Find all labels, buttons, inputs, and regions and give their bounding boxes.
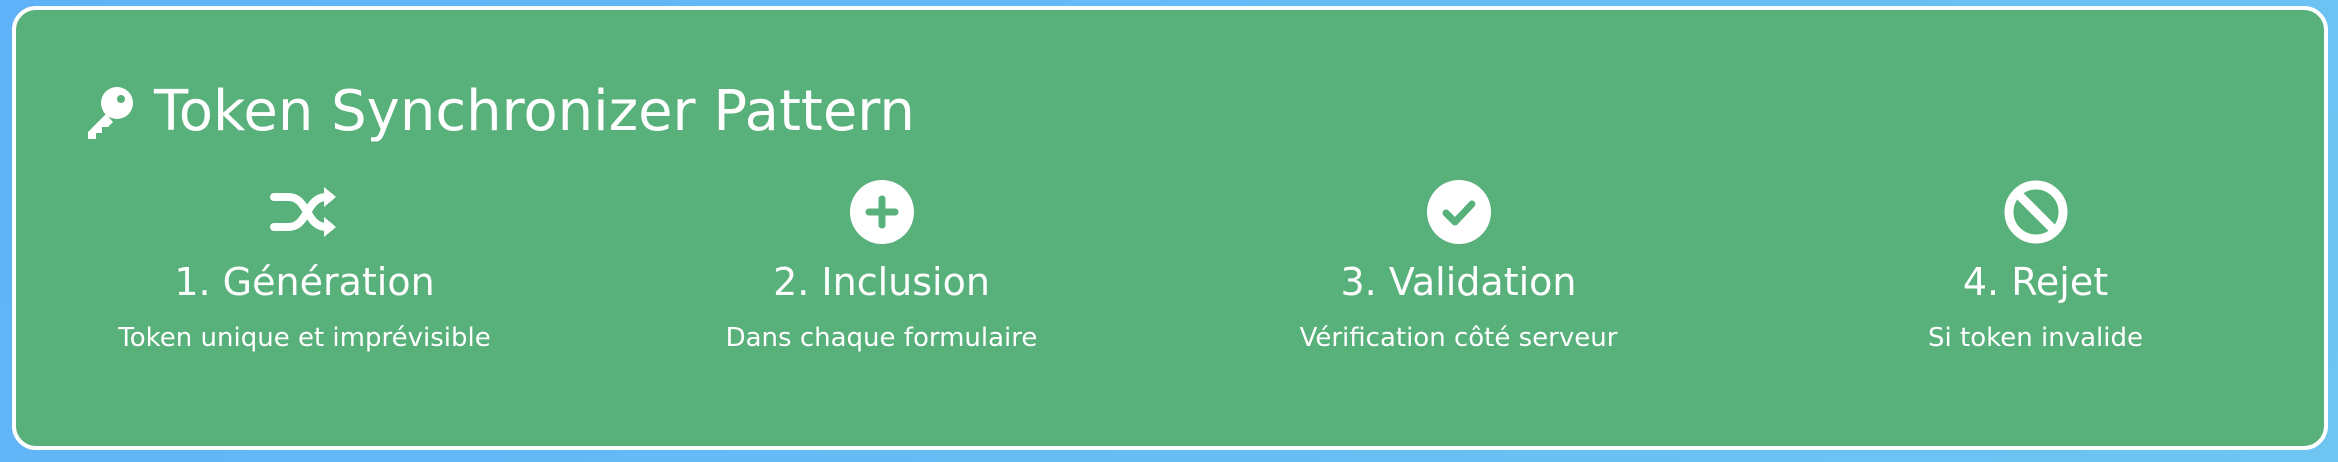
card-header: Token Synchronizer Pattern (78, 72, 915, 152)
step-description: Vérification côté serveur (1299, 322, 1618, 353)
step-description: Dans chaque formulaire (725, 322, 1038, 353)
step-title: 1. Génération (174, 260, 435, 304)
check-circle-icon (1423, 176, 1495, 248)
step-description: Token unique et imprévisible (118, 322, 491, 353)
steps-row: 1. Génération Token unique et imprévisib… (16, 176, 2324, 352)
step-title: 4. Rejet (1962, 260, 2109, 304)
plus-circle-icon (846, 176, 918, 248)
shuffle-icon (269, 176, 341, 248)
step-validation: 3. Validation Vérification côté serveur (1170, 176, 1747, 352)
step-generation: 1. Génération Token unique et imprévisib… (16, 176, 593, 352)
key-icon (78, 81, 140, 143)
step-description: Si token invalide (1928, 322, 2143, 353)
step-title: 2. Inclusion (773, 260, 990, 304)
step-inclusion: 2. Inclusion Dans chaque formulaire (593, 176, 1170, 352)
ban-icon (2000, 176, 2072, 248)
step-title: 3. Validation (1340, 260, 1577, 304)
page-title: Token Synchronizer Pattern (154, 79, 915, 144)
pattern-card: Token Synchronizer Pattern 1. Génération… (12, 6, 2328, 450)
step-rejet: 4. Rejet Si token invalide (1747, 176, 2324, 352)
